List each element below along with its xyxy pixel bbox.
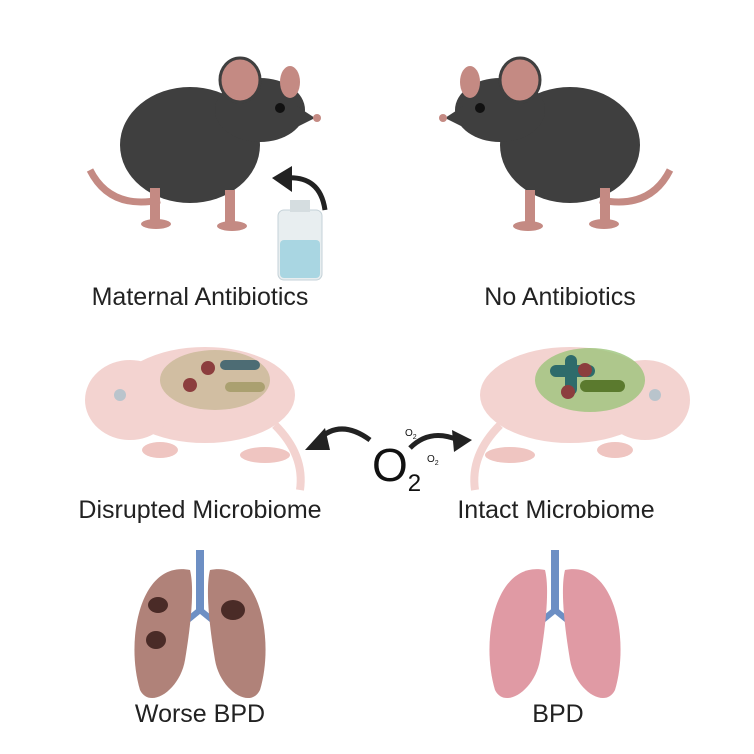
mouse-no-antibiotics-illustration bbox=[439, 58, 670, 231]
antibiotic-vial-icon bbox=[277, 200, 323, 281]
oxygen-symbol: O2 bbox=[372, 439, 422, 498]
oxygen-small-1: O2 bbox=[405, 428, 417, 441]
label-disrupted-microbiome: Disrupted Microbiome bbox=[78, 496, 322, 524]
pup-intact-illustration bbox=[474, 347, 690, 490]
label-maternal-antibiotics: Maternal Antibiotics bbox=[91, 283, 309, 311]
lungs-healthy-illustration bbox=[489, 550, 620, 698]
lungs-damaged-illustration bbox=[134, 550, 265, 698]
pup-disrupted-illustration bbox=[85, 347, 301, 490]
label-no-antibiotics: No Antibiotics bbox=[484, 283, 636, 311]
label-worse-bpd: Worse BPD bbox=[134, 700, 266, 728]
oxygen-small-2: O2 bbox=[427, 454, 439, 467]
label-intact-microbiome: Intact Microbiome bbox=[457, 496, 655, 524]
mouse-antibiotics-illustration bbox=[90, 58, 321, 231]
label-bpd: BPD bbox=[532, 700, 584, 728]
